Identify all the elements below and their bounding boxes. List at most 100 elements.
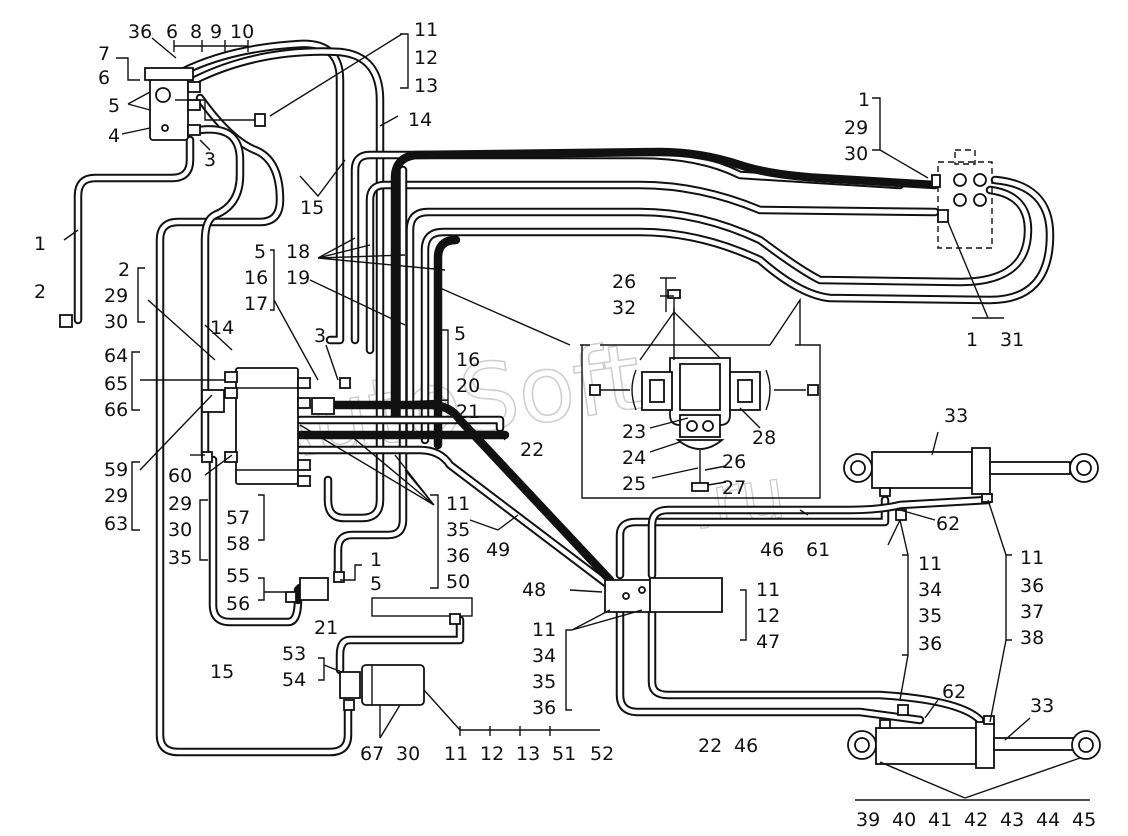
label: 36	[532, 697, 556, 719]
label: 46	[734, 735, 758, 757]
label: 57	[226, 507, 250, 529]
label: 35	[532, 671, 556, 693]
label: 17	[244, 293, 268, 315]
label: 34	[532, 645, 556, 667]
label: 15	[300, 197, 324, 219]
clamp-detail-frame	[439, 287, 821, 499]
label: 31	[1000, 329, 1024, 351]
label: 15	[210, 661, 234, 683]
label: 29	[844, 117, 868, 139]
label: 14	[210, 317, 234, 339]
label: 24	[622, 447, 646, 469]
label: 11	[532, 619, 556, 641]
label: 33	[1030, 695, 1054, 717]
label: 22	[698, 735, 722, 757]
label: 11	[756, 579, 780, 601]
label: 6	[98, 67, 110, 89]
label: 34	[918, 579, 942, 601]
valve-21	[299, 577, 329, 601]
pump-unit	[339, 664, 425, 706]
label: 28	[752, 427, 776, 449]
label: 36	[446, 545, 470, 567]
label: 42	[964, 809, 988, 831]
label: 62	[942, 681, 966, 703]
label: 1	[34, 233, 46, 255]
label: 50	[446, 571, 470, 593]
label: 10	[230, 21, 254, 43]
label: 29	[104, 285, 128, 307]
label: 5	[370, 573, 382, 595]
label: 52	[590, 743, 614, 765]
label: 12	[414, 47, 438, 69]
label: 12	[480, 743, 504, 765]
label: 19	[286, 267, 310, 289]
label: 61	[806, 539, 830, 561]
label: 43	[1000, 809, 1024, 831]
label: 41	[928, 809, 952, 831]
label: 18	[286, 241, 310, 263]
label: 53	[282, 643, 306, 665]
label: 29	[168, 493, 192, 515]
label: 54	[282, 669, 306, 691]
label: 58	[226, 533, 250, 555]
label: 3	[204, 149, 216, 171]
label: 11	[446, 493, 470, 515]
label: 35	[168, 547, 192, 569]
label: 60	[168, 465, 192, 487]
label: 35	[446, 519, 470, 541]
label: 13	[516, 743, 540, 765]
label: 14	[408, 109, 432, 131]
label: 47	[756, 631, 780, 653]
label: 27	[722, 477, 746, 499]
label: 32	[612, 297, 636, 319]
label: 55	[226, 565, 250, 587]
label: 16	[244, 267, 268, 289]
leader-lines	[63, 33, 1090, 801]
part-number-labels: 36 6 8 9 10 11 12 13 7 6 5 4 3 14 15 1 2…	[34, 19, 1096, 831]
label: 38	[1020, 627, 1044, 649]
label: 51	[552, 743, 576, 765]
label: 36	[918, 633, 942, 655]
upper-right-valve	[931, 149, 993, 249]
label: 49	[486, 539, 510, 561]
label: 29	[104, 485, 128, 507]
distribution-valve	[144, 67, 266, 141]
label: 45	[1072, 809, 1096, 831]
label: 9	[210, 21, 222, 43]
label: 63	[104, 513, 128, 535]
label: 20	[456, 375, 480, 397]
label: 1	[966, 329, 978, 351]
label: 5	[454, 323, 466, 345]
label: 21	[314, 617, 338, 639]
hydraulic-cylinder-lower	[847, 715, 1101, 769]
label: 2	[34, 281, 46, 303]
label: 2	[118, 259, 130, 281]
label: 62	[936, 513, 960, 535]
label: 36	[128, 21, 152, 43]
main-control-block	[201, 367, 335, 487]
bracket-48	[604, 577, 723, 613]
label: 48	[522, 579, 546, 601]
label: 13	[414, 75, 438, 97]
label: 16	[456, 349, 480, 371]
label: 5	[108, 95, 120, 117]
label: 59	[104, 459, 128, 481]
label: 56	[226, 593, 250, 615]
label: 23	[622, 421, 646, 443]
hydraulic-cylinder-upper	[843, 447, 1099, 503]
label: 11	[1020, 547, 1044, 569]
label: 4	[108, 125, 120, 147]
label: 26	[612, 271, 636, 293]
label: 7	[98, 43, 110, 65]
label: 33	[944, 405, 968, 427]
label: 37	[1020, 601, 1044, 623]
label: 30	[104, 311, 128, 333]
label: 30	[168, 519, 192, 541]
label: 64	[104, 345, 128, 367]
label: 21	[456, 401, 480, 423]
label: 8	[190, 21, 202, 43]
label: 11	[414, 19, 438, 41]
label: 35	[918, 605, 942, 627]
label: 11	[918, 553, 942, 575]
